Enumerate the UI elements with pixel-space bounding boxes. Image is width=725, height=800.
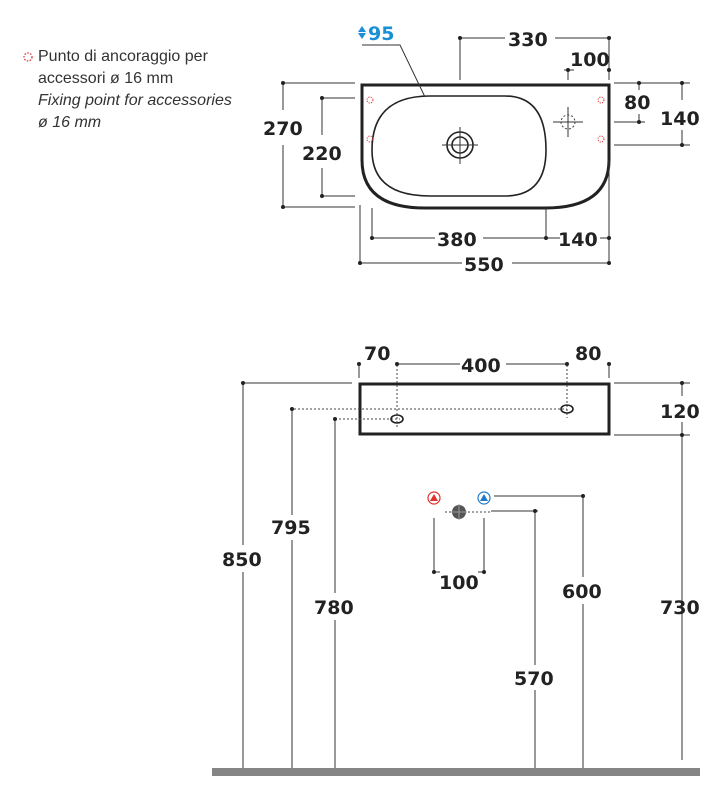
dim-overall-width: 550 — [464, 254, 504, 276]
cold-supply-icon — [477, 491, 491, 505]
depth-arrows-icon — [358, 26, 366, 39]
dim-bowl-width: 380 — [437, 229, 477, 251]
dim-bowl-depth: 220 — [302, 143, 342, 165]
legend-line-4: ø 16 mm — [38, 114, 102, 131]
drain-outlet-icon — [451, 504, 467, 520]
dim-fixing-span: 400 — [461, 355, 501, 377]
dim-tap-depth: 80 — [624, 92, 650, 114]
dim-front-right-offset: 80 — [575, 343, 601, 365]
fixing-point-icon — [597, 135, 605, 143]
legend-line-1: Punto di ancoraggio per — [38, 48, 208, 65]
fixing-point-icon — [366, 96, 374, 104]
tap-hole-icon — [553, 107, 583, 137]
bowl-outline — [371, 95, 547, 197]
dim-tap-offset: 100 — [570, 49, 610, 71]
fixing-hole-icon — [390, 414, 404, 424]
top-view: 95 330 100 270 220 80 — [263, 23, 700, 276]
basin-outline — [360, 83, 611, 210]
dim-height-fix-upper: 795 — [271, 517, 311, 539]
dim-anchor-span: 330 — [508, 29, 548, 51]
dim-height-top: 850 — [222, 549, 262, 571]
fixing-points — [366, 96, 605, 143]
dim-height-fix-lower: 780 — [314, 597, 354, 619]
legend-line-3: Fixing point for accessories — [38, 92, 232, 109]
fixing-point-icon — [597, 96, 605, 104]
floor-line — [212, 768, 700, 776]
dim-supply-height: 600 — [562, 581, 602, 603]
fixing-point-icon — [23, 52, 33, 62]
fixing-hole-icon — [560, 404, 574, 414]
dim-supply-spacing: 100 — [439, 572, 479, 594]
dim-right-depth: 140 — [660, 108, 700, 130]
hot-supply-icon — [427, 491, 441, 505]
front-view: 70 400 80 120 850 795 780 730 — [212, 343, 700, 776]
dim-overall-depth: 270 — [263, 118, 303, 140]
drain-icon — [442, 127, 478, 164]
legend: Punto di ancoraggio per accessori ø 16 m… — [22, 46, 262, 134]
dim-height-bottom: 730 — [660, 597, 700, 619]
legend-line-2: accessori ø 16 mm — [38, 70, 174, 87]
dim-right-offset: 140 — [558, 229, 598, 251]
dim-front-height: 120 — [660, 401, 700, 423]
dim-basin-depth: 95 — [368, 23, 394, 45]
dim-front-left-offset: 70 — [364, 343, 390, 365]
dim-drain-height: 570 — [514, 668, 554, 690]
fixing-point-icon — [366, 135, 374, 143]
